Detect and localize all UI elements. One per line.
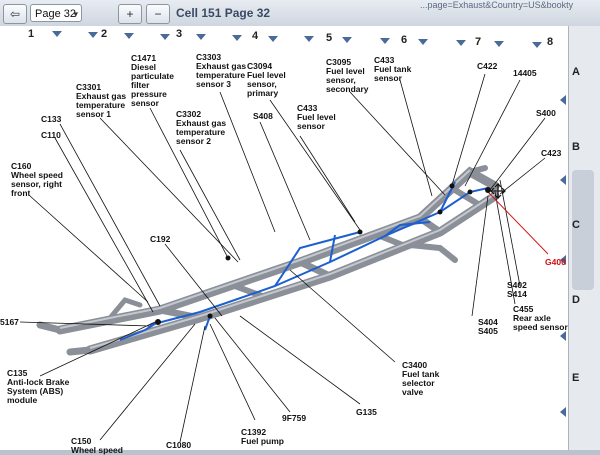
label-c3302: C3302 Exhaust gas temperature sensor 2 [176,109,227,146]
wiring-diagram-page [0,26,568,450]
zoom-in-button[interactable]: + [118,4,142,24]
grid-column-1: 1 [28,28,35,40]
connector-markers [155,183,491,325]
zoom-out-button[interactable]: − [146,4,170,24]
grid-row-e: E [572,372,580,384]
zoom-out-icon: − [154,7,162,21]
grid-row-d: D [572,294,580,306]
label-c423: C423 [541,148,562,158]
label-g400: G400 [545,257,566,267]
label-c133: C133 [41,114,62,124]
label-c422: C422 [477,61,498,71]
vehicle-frame [36,165,500,356]
chevron-down-icon: ▾ [73,9,78,19]
label-c110: C110 [41,130,61,140]
row-markers [560,95,566,417]
grid-row-c: C [572,219,580,231]
ground-leader-line [487,191,549,255]
label-5167: 5167 [0,317,19,327]
grid-column-2: 2 [101,28,108,40]
zoom-in-icon: + [126,7,134,21]
label-c3301: C3301 Exhaust gas temperature sensor 1 [76,82,127,119]
label-c3095: C3095 Fuel level sensor, secondary [326,57,369,94]
label-s400: S400 [536,108,556,118]
label-c192: C192 [150,234,171,244]
grid-column-3: 3 [176,28,183,40]
label-c3303: C3303 Exhaust gas temperature sensor 3 [196,52,247,89]
label-c150: C150 Wheel speed [71,436,123,455]
back-button[interactable]: ⇦ [3,4,27,24]
label-c3400: C3400 Fuel tank selector valve [402,360,440,397]
label-9f759: 9F759 [282,413,307,423]
address-fragment: ...page=Exhaust&Country=US&bookty [420,0,574,10]
grid-column-7: 7 [475,36,482,48]
label-c3094: C3094 Fuel level sensor, primary [247,61,286,98]
label-s402-s414: S402 S414 [507,280,527,299]
grid-column-4: 4 [252,30,259,42]
label-c1080: C1080 [166,440,192,450]
grid-column-6: 6 [401,34,408,46]
label-14405: 14405 [513,68,537,78]
grid-column-5: 5 [326,32,333,44]
label-c135: C135 Anti-lock Brake System (ABS) module [7,368,70,405]
label-c433-fuel-tank: C433 Fuel tank sensor [374,55,412,83]
grid-row-b: B [572,141,580,153]
grid-column-8: 8 [547,36,554,48]
label-c1392: C1392 Fuel pump [241,427,284,446]
scrollbar-thumb[interactable] [572,170,594,290]
leader-lines [19,73,546,443]
label-c433-fuel-level: C433 Fuel level sensor [297,103,336,131]
label-s404-s405: S404 S405 [478,317,498,336]
move-cursor-icon [490,183,506,199]
document-title: Cell 151 Page 32 [176,6,271,20]
label-c160: C160 Wheel speed sensor, right front [11,161,63,198]
frame-highlight [59,169,496,349]
page-select[interactable]: Page 32 ▾ [30,4,82,22]
grid-row-a: A [572,66,580,78]
page-select-value: Page 32 [35,8,76,20]
chassis-diagram [19,31,566,443]
label-g135: G135 [356,407,377,417]
viewer-toolbar: ⇦ Page 32 ▾ + − Cell 151 Page 32 ...page… [0,0,600,27]
label-s408: S408 [253,111,273,121]
back-arrow-icon: ⇦ [9,7,21,21]
label-c455: C455 Rear axle speed sensor [513,304,568,332]
label-c1471: C1471 Diesel particulate filter pressure… [131,53,174,108]
column-markers [52,31,542,48]
